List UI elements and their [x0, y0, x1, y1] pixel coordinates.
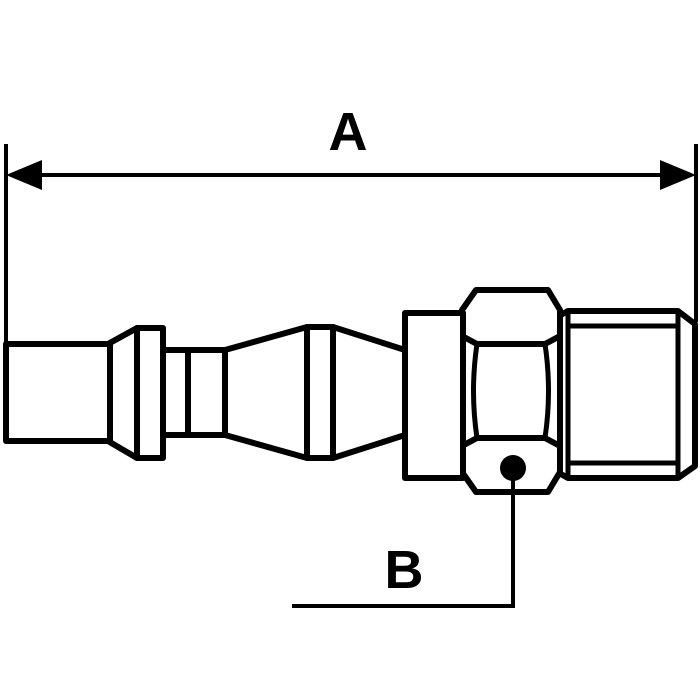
- arrow-head-right-icon: [660, 160, 696, 190]
- dimension-label-a: A: [329, 102, 368, 162]
- leader-line-b: [292, 468, 515, 608]
- barb-body: [182, 324, 408, 461]
- hex-chamfer-line-bottom: [459, 435, 563, 449]
- part-geometry-group: [3, 287, 698, 495]
- shoulder-block-outline: [402, 310, 466, 481]
- male-thread-end: [545, 308, 698, 481]
- plug-nose-outline: [3, 341, 113, 444]
- hex-flat-right-edge: [542, 341, 551, 441]
- leader-b-group: B: [292, 455, 526, 608]
- hex-chamfer-line-top: [459, 333, 563, 347]
- locking-collar: [105, 325, 191, 461]
- hex-flat-left-edge: [471, 341, 480, 441]
- collar-outline: [134, 325, 166, 461]
- barb-body-outline: [182, 324, 408, 461]
- shoulder-block: [402, 310, 466, 481]
- plug-nose: [3, 341, 113, 444]
- arrow-head-left-icon: [6, 160, 42, 190]
- dimension-label-b: B: [385, 540, 424, 600]
- hex-nut: [459, 287, 563, 495]
- reference-dot-b: [500, 455, 526, 481]
- dimension-a-group: A: [4, 102, 698, 345]
- collar-step-outline: [160, 347, 191, 438]
